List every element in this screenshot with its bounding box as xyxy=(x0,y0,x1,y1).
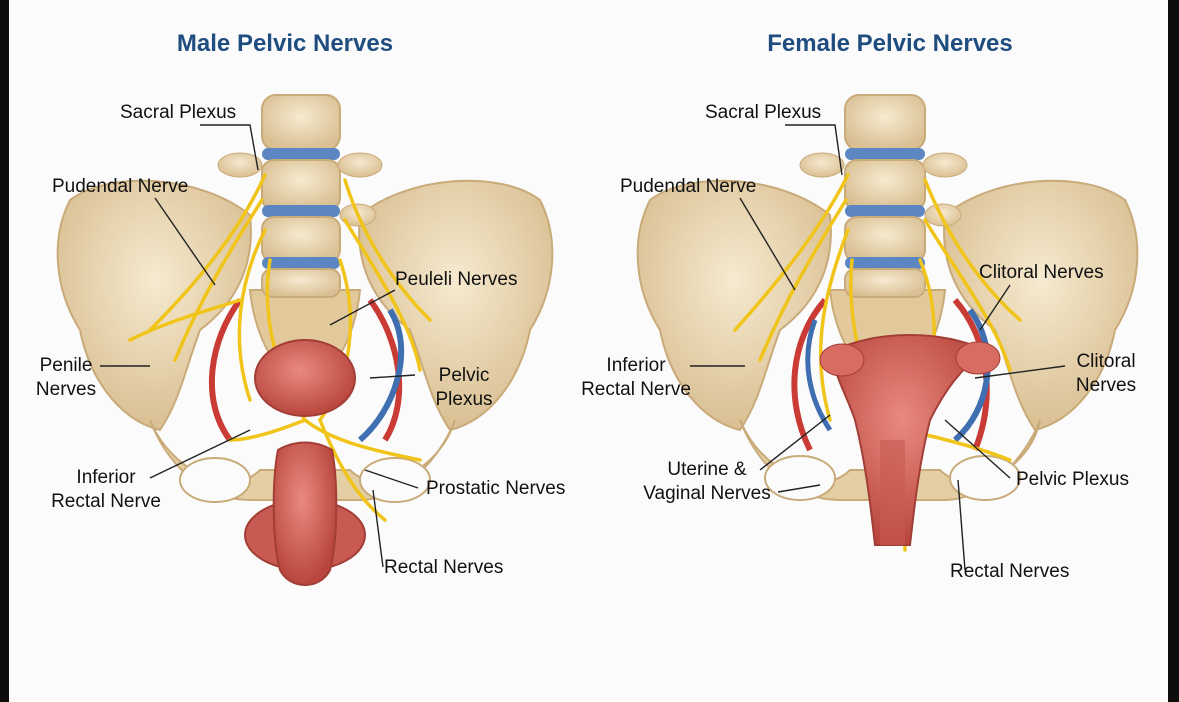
female-label-clitoral-nerves-side: Clitoral Nerves xyxy=(1075,351,1137,396)
female-label-pudendal-nerve: Pudendal Nerve xyxy=(620,176,757,197)
female-uterus xyxy=(833,334,987,546)
male-label-inferior-rectal-nerve: Inferior Rectal Nerve xyxy=(51,467,161,512)
female-ovary-l xyxy=(819,343,865,377)
male-left-iliac-wing xyxy=(56,179,252,432)
female-label-sacral-plexus: Sacral Plexus xyxy=(705,102,822,123)
female-transverse-process-l xyxy=(799,152,845,178)
male-transverse-process-r xyxy=(337,152,383,178)
male-label-peuleli-nerves: Peuleli Nerves xyxy=(395,269,518,290)
male-bladder xyxy=(254,339,356,417)
male-label-pelvic-plexus: Pelvic Plexus xyxy=(435,365,493,410)
male-vertebra-2 xyxy=(261,159,341,211)
male-right-iliac-wing xyxy=(358,179,554,432)
male-left-obturator xyxy=(179,457,251,503)
male-vertebra-3 xyxy=(261,216,341,263)
female-vertebra-3 xyxy=(844,216,926,263)
leader-lines xyxy=(100,124,1066,571)
male-disc-2 xyxy=(262,205,340,217)
female-label-rectal-nerves: Rectal Nerves xyxy=(950,561,1070,582)
female-label-inferior-rectal-nerve: Inferior Rectal Nerve xyxy=(581,355,691,400)
female-label-uterine-vaginal-nerves: Uterine & Vaginal Nerves xyxy=(643,459,771,504)
male-artery-l xyxy=(208,298,243,442)
female-disc-1 xyxy=(845,148,925,160)
female-transverse-process-r xyxy=(922,152,968,178)
female-left-obturator xyxy=(764,455,836,501)
female-transverse-process-r2 xyxy=(924,203,962,227)
female-artery-l xyxy=(791,298,828,452)
female-label-clitoral-nerves-top: Clitoral Nerves xyxy=(979,262,1104,283)
male-vertebra-4 xyxy=(261,268,341,298)
female-disc-2 xyxy=(845,205,925,217)
male-penis xyxy=(272,441,338,586)
male-label-penile-nerves: Penile Nerves xyxy=(35,355,97,400)
male-label-rectal-nerves: Rectal Nerves xyxy=(384,557,504,578)
male-disc-1 xyxy=(262,148,340,160)
male-label-pudendal-nerve: Pudendal Nerve xyxy=(52,176,189,197)
female-vertebra-1 xyxy=(844,94,926,151)
female-label-pelvic-plexus: Pelvic Plexus xyxy=(1016,469,1129,490)
female-vertebra-4 xyxy=(844,268,926,298)
male-label-sacral-plexus: Sacral Plexus xyxy=(120,102,237,123)
female-pelvis-diagram xyxy=(636,94,1139,552)
female-diagram-title: Female Pelvic Nerves xyxy=(767,30,1013,57)
female-vertebra-2 xyxy=(844,159,926,211)
female-ovary-r xyxy=(955,341,1001,375)
female-disc-3 xyxy=(845,257,925,269)
male-diagram-title: Male Pelvic Nerves xyxy=(176,30,394,57)
male-label-prostatic-nerves: Prostatic Nerves xyxy=(426,478,566,499)
male-transverse-process-l xyxy=(217,152,263,178)
male-vertebra-1 xyxy=(261,94,341,151)
male-disc-3 xyxy=(262,257,340,269)
male-vein-r xyxy=(358,308,405,443)
male-pelvis-diagram xyxy=(56,94,554,586)
female-vein-r xyxy=(953,308,991,443)
female-vaginal-canal xyxy=(880,440,905,545)
female-left-iliac-wing xyxy=(636,179,832,432)
